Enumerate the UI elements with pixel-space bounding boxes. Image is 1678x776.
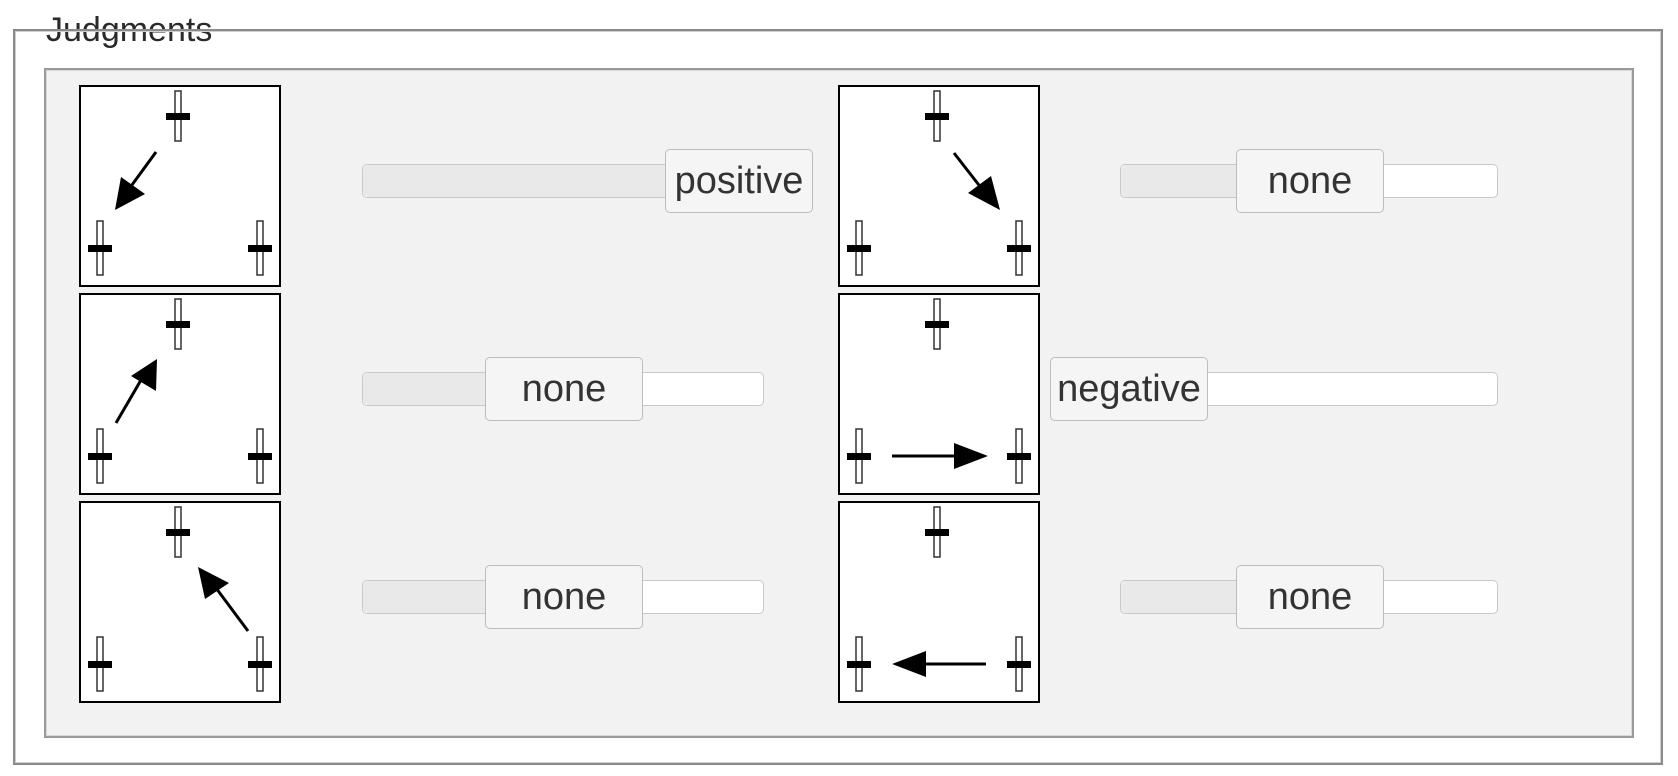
arrow-diagram-icon	[88, 506, 272, 692]
judgment-handle-5[interactable]: none	[485, 565, 643, 629]
judgment-handle-2[interactable]: none	[1236, 149, 1384, 213]
judgments-fieldset	[13, 29, 1663, 765]
arrow-diagram-icon	[847, 90, 1031, 276]
judgment-figure-1	[79, 85, 281, 287]
judgments-panel: positive none none	[44, 68, 1634, 738]
judgment-figure-6	[838, 501, 1040, 703]
judgment-figure-3	[79, 293, 281, 495]
slider-fill	[1121, 581, 1239, 613]
slider-fill	[363, 373, 487, 405]
slider-fill	[1121, 165, 1239, 197]
arrow-diagram-icon	[88, 90, 272, 276]
judgment-figure-5	[79, 501, 281, 703]
judgment-handle-6[interactable]: none	[1236, 565, 1384, 629]
judgment-figure-4	[838, 293, 1040, 495]
judgment-figure-2	[838, 85, 1040, 287]
arrow-diagram-icon	[847, 298, 1031, 484]
judgment-handle-4[interactable]: negative	[1050, 357, 1208, 421]
arrow-diagram-icon	[88, 298, 272, 484]
judgment-handle-1[interactable]: positive	[665, 149, 813, 213]
slider-fill	[363, 165, 666, 197]
slider-fill	[363, 581, 487, 613]
arrow-diagram-icon	[847, 506, 1031, 692]
judgment-handle-3[interactable]: none	[485, 357, 643, 421]
